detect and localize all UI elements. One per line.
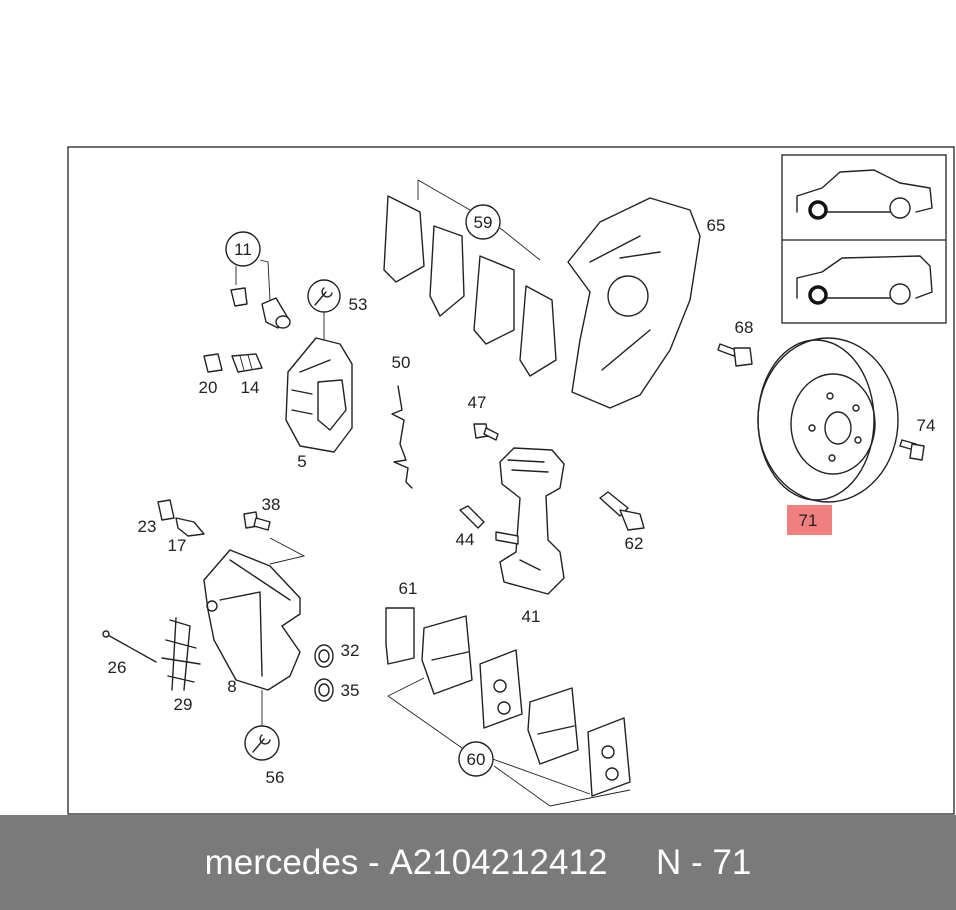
callout-35: 35 [341,681,360,700]
part-44-pin: 44 [456,505,485,549]
callout-61: 61 [399,579,418,598]
part-29-clip: 29 [161,617,201,714]
part-71-disc[interactable]: 71 [757,337,899,535]
callout-74: 74 [917,416,936,435]
callout-53: 53 [349,295,368,314]
part-26-pin: 26 [102,630,157,677]
callout-60: 60 [467,750,486,769]
callout-47: 47 [468,393,487,412]
part-60-group: 60 [387,615,631,807]
callout-23: 23 [138,517,157,536]
part-61-sensor: 61 [385,579,418,665]
part-68-bolt: 68 [717,318,754,367]
sedan-icon [796,169,933,220]
callout-8: 8 [227,677,236,696]
part-5-caliper: 53 5 [285,279,368,471]
callout-26: 26 [108,658,127,677]
footer-bar: mercedes - A2104212412 N - 71 [0,815,956,910]
part-74-bolt: 74 [899,416,936,461]
callout-38: 38 [262,495,281,514]
wagon-icon [796,255,933,305]
callout-59: 59 [474,213,493,232]
callout-29: 29 [174,695,193,714]
part-59-group: 59 [383,179,557,377]
callout-62: 62 [625,534,644,553]
part-65-shield: 65 [567,197,726,409]
callout-17: 17 [168,536,187,555]
callout-56: 56 [266,768,285,787]
callout-65: 65 [707,216,726,235]
part-47-bolt: 47 [468,393,499,441]
part-11-group: 11 [225,231,291,329]
part-32-35-rings: 32 35 [314,641,360,702]
callout-20: 20 [199,378,218,397]
part-8-caliper: 8 [203,549,301,696]
callout-41: 41 [522,607,541,626]
part-62-sensor: 62 [599,491,645,553]
callout-44: 44 [456,530,475,549]
callout-32: 32 [341,641,360,660]
callout-71: 71 [799,511,818,530]
vehicle-inset [781,154,947,324]
part-50-spring: 50 [391,353,413,489]
footer-caption: mercedes - A2104212412 N - 71 [0,815,956,910]
part-56-tool: 56 [244,690,285,787]
callout-50: 50 [392,353,411,372]
callout-11: 11 [234,240,252,259]
part-23-17-38-group: 23 17 38 [138,495,306,565]
part-20-14-group: 20 14 [199,353,263,397]
parts-diagram: 11 20 14 53 5 59 [67,146,955,815]
part-41-bracket: 41 [495,447,565,626]
callout-5: 5 [297,452,306,471]
callout-14: 14 [241,378,260,397]
footer-brand: mercedes [204,842,359,882]
footer-position-label: N - 71 [656,842,752,882]
footer-gap [607,843,656,883]
footer-part-number: A2104212412 [389,842,608,882]
footer-separator: - [358,842,390,882]
callout-68: 68 [735,318,754,337]
highlight-71 [787,505,832,535]
